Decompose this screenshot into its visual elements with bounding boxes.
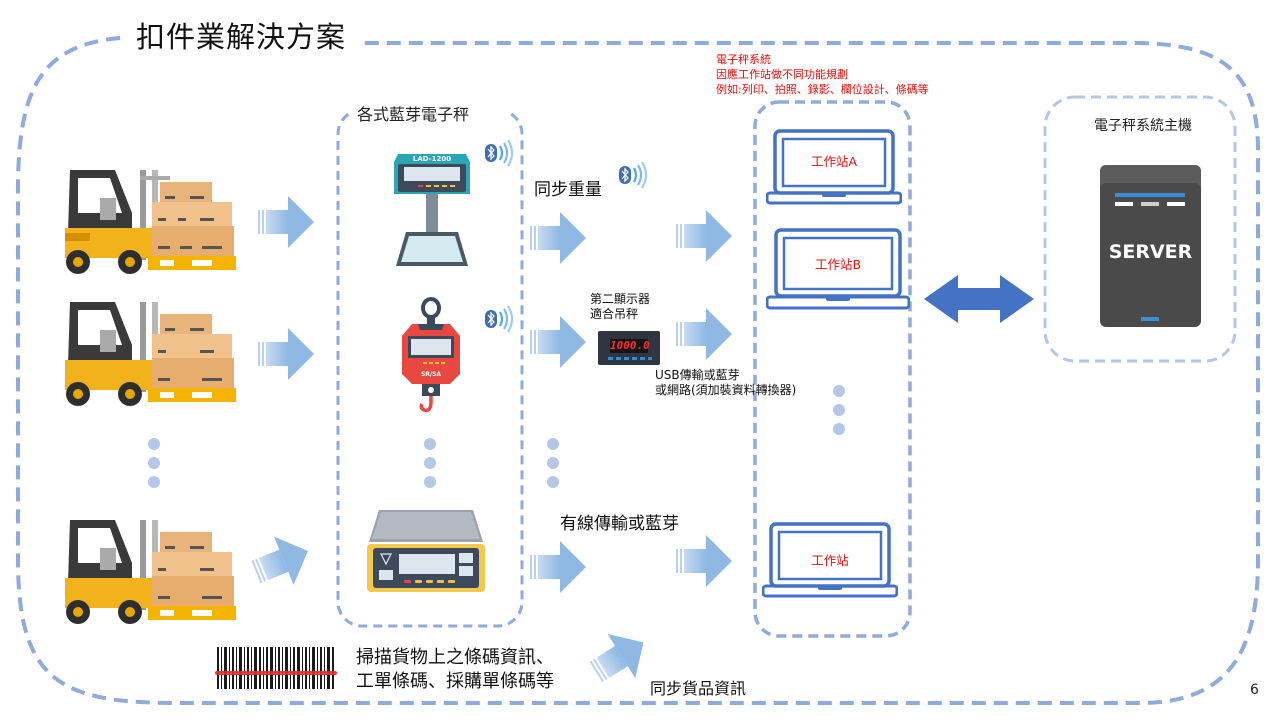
scale-model-label: SR/SA — [420, 371, 442, 378]
server-group-label: 電子秤系統主機 — [1094, 118, 1192, 134]
usb-note: USB傳輸或藍芽 或網路(須加裝資料轉換器) — [655, 368, 797, 397]
server-bar — [1141, 202, 1159, 206]
system-note: 電子秤系統 因應工作站做不同功能規劃 例如:列印、拍照、錄影、欄位設計、條碼等 — [716, 53, 929, 96]
server-icon[interactable]: SERVER — [1100, 165, 1201, 327]
server-badge: SERVER — [1108, 241, 1193, 263]
page-number: 6 — [1250, 682, 1259, 698]
arrow-scale-2b — [676, 308, 732, 360]
arrow-scale-2a — [530, 316, 586, 368]
forklift-icon — [65, 520, 236, 624]
bluetooth-icon — [485, 140, 514, 167]
scale-model-label: LAD-1200 — [412, 155, 452, 163]
workstation-a[interactable]: 工作站A — [766, 129, 902, 207]
platform-scale-icon — [394, 154, 470, 266]
barcode-icon — [215, 647, 337, 689]
workstation-label: 工作站B — [814, 257, 862, 272]
second-display-device: 1000.0 — [598, 331, 660, 365]
arrow-forklift-3 — [246, 526, 318, 597]
barcode-description: 掃描貨物上之條碼資訊、 工單條碼、採購單條碼等 — [356, 647, 554, 692]
laptop-icon — [766, 129, 902, 205]
arrow-forklift-2 — [258, 328, 314, 380]
arrow-scale-1b — [676, 210, 732, 262]
workstations-group-frame — [753, 100, 912, 638]
bluetooth-icon — [485, 306, 514, 333]
arrow-scale-1a — [530, 212, 586, 264]
crane-scale: SR/SA — [396, 296, 466, 414]
sync-weight-label: 同步重量 — [534, 180, 602, 200]
forklift-icon — [65, 170, 236, 274]
ellipsis-dots — [148, 385, 845, 488]
workstation-b[interactable]: 工作站B — [766, 228, 910, 312]
sync-goods-label: 同步貨品資訊 — [650, 679, 747, 698]
server-body — [1100, 165, 1201, 327]
server-bar — [1115, 202, 1133, 206]
workstation-label: 工作站A — [810, 154, 858, 169]
platform-scale: LAD-1200 — [392, 150, 472, 268]
double-arrow — [924, 275, 1034, 323]
counting-scale-icon — [367, 510, 485, 592]
second-display-readout: 1000.0 — [610, 339, 650, 353]
crane-scale-icon — [402, 297, 460, 413]
second-display-buttons — [608, 357, 652, 360]
scales-group-label: 各式藍芽電子秤 — [357, 105, 470, 124]
outer-frame — [16, 36, 1260, 705]
arrow-forklift-1 — [258, 196, 314, 248]
arrow-scale-3b — [676, 535, 732, 587]
arrow-scale-3a — [530, 541, 586, 593]
arrow-barcode — [582, 620, 658, 695]
forklift-icon — [65, 302, 236, 406]
server-bar — [1167, 202, 1185, 206]
wired-label: 有線傳輸或藍芽 — [560, 514, 679, 534]
page-title: 扣件業解決方案 — [128, 14, 355, 56]
workstation-c[interactable]: 工作站 — [762, 522, 898, 600]
server-led — [1141, 317, 1159, 321]
server-bar — [1115, 193, 1185, 197]
server-group-frame — [1043, 95, 1237, 363]
bluetooth-icon — [619, 162, 648, 189]
laptop-icon — [766, 228, 910, 310]
second-display-label: 第二顯示器 適合吊秤 — [590, 292, 651, 321]
workstation-label: 工作站 — [811, 553, 849, 568]
laptop-icon — [762, 522, 898, 598]
